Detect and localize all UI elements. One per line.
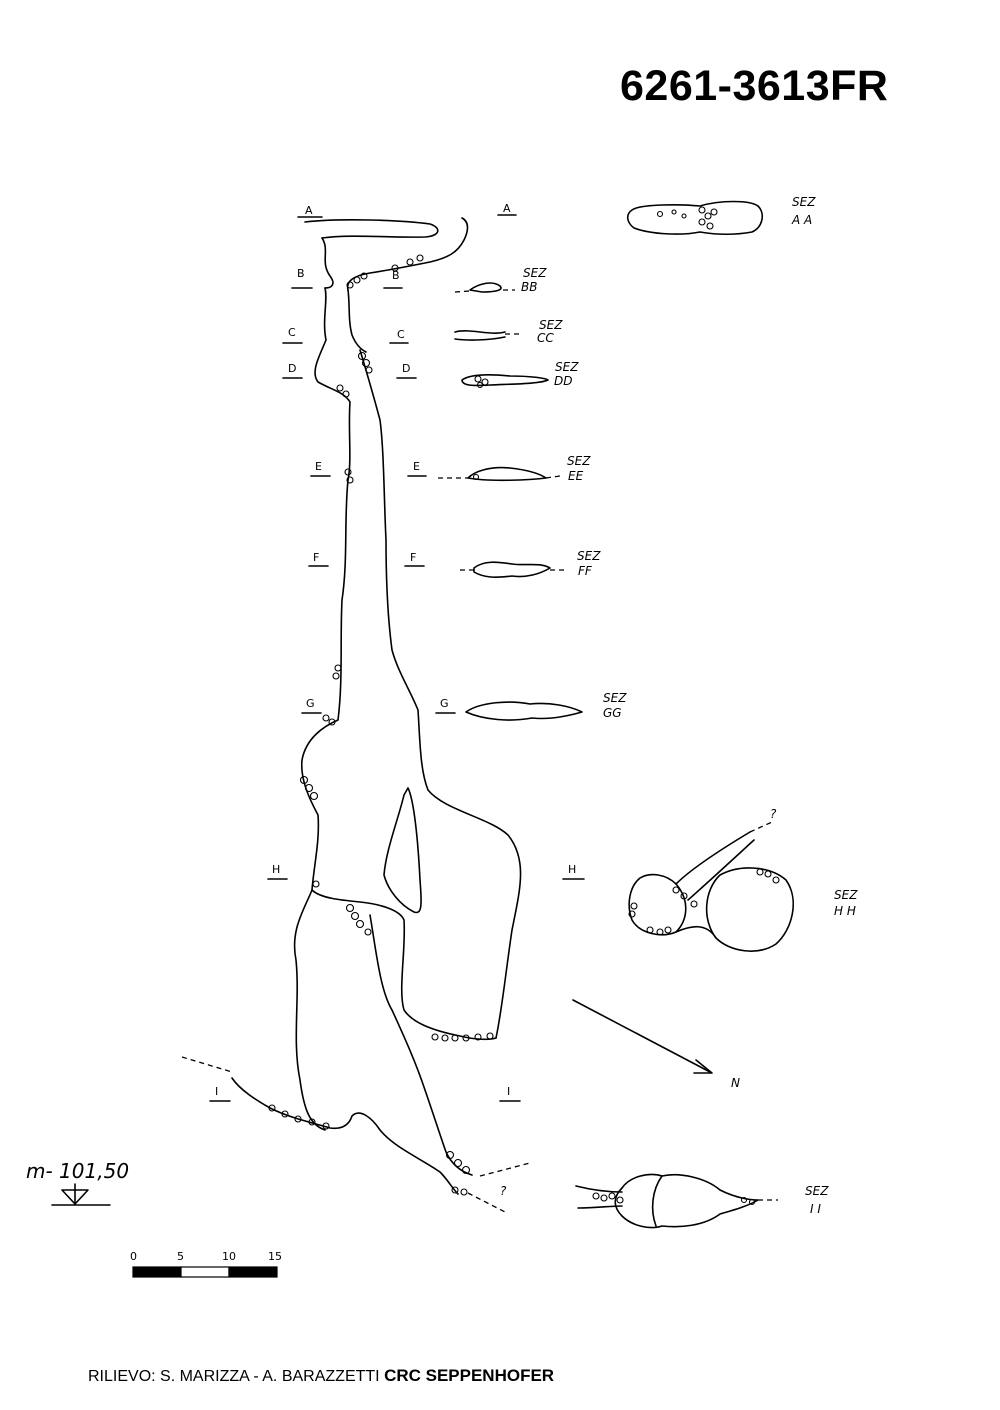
section-ee-name: EE (568, 469, 584, 483)
section-hh-label: SEZ (834, 888, 858, 902)
svg-text:H: H (272, 863, 280, 876)
section-dd-label: SEZ (555, 360, 579, 374)
section-ee-label: SEZ (567, 454, 591, 468)
svg-text:F: F (410, 551, 416, 564)
north-label: N (731, 1076, 740, 1090)
cave-plan-outline (181, 217, 531, 1213)
scale-bar: 0 5 10 15 (130, 1250, 282, 1278)
cross-section-cc: SEZ CC (454, 318, 563, 345)
marker-h-right: H (562, 863, 585, 880)
cross-section-dd: SEZ DD (461, 360, 579, 389)
credit-group: CRC SEPPENHOFER (384, 1366, 555, 1385)
svg-text:C: C (288, 326, 296, 339)
svg-text:I: I (215, 1085, 218, 1098)
section-cc-name: CC (537, 331, 554, 345)
section-markers: A A B B C C D D E E F F G G H H I I (209, 202, 585, 1102)
section-bb-label: SEZ (523, 266, 547, 280)
credit-surveyors: RILIEVO: S. MARIZZA - A. BARAZZETTI (88, 1368, 380, 1385)
marker-b-right: B (383, 269, 403, 289)
svg-text:E: E (413, 460, 420, 473)
marker-a-right: A (497, 202, 517, 216)
svg-text:E: E (315, 460, 322, 473)
svg-text:D: D (402, 362, 410, 375)
marker-e-left: E (310, 460, 331, 477)
cross-section-hh: ? SEZ H H (628, 807, 858, 952)
marker-h-left: H (267, 863, 288, 880)
svg-text:G: G (440, 697, 449, 710)
scale-tick-15: 15 (268, 1250, 282, 1263)
section-cc-label: SEZ (539, 318, 563, 332)
marker-g-left: G (301, 697, 322, 714)
cross-section-gg: SEZ GG (465, 691, 627, 721)
marker-d-right: D (396, 362, 417, 379)
scale-tick-5: 5 (177, 1250, 184, 1263)
svg-text:C: C (397, 328, 405, 341)
marker-f-left: F (308, 551, 329, 567)
section-hh-name: H H (834, 904, 856, 918)
section-aa-name: A A (791, 213, 812, 227)
section-ii-label: SEZ (805, 1184, 829, 1198)
svg-text:A: A (305, 204, 313, 217)
cave-code-title: 6261-3613FR (620, 62, 889, 110)
svg-text:F: F (313, 551, 319, 564)
marker-i-left: I (209, 1085, 231, 1102)
scale-tick-0: 0 (130, 1250, 137, 1263)
marker-e-right: E (407, 460, 427, 477)
svg-text:H: H (568, 863, 576, 876)
marker-b-left: B (291, 267, 313, 289)
depth-value: m- 101,50 (26, 1159, 129, 1183)
cross-section-bb: SEZ BB (454, 266, 547, 294)
cross-section-ii: SEZ I I (575, 1173, 829, 1229)
passage-end-question-mark: ? (500, 1184, 507, 1198)
marker-f-right: F (404, 551, 425, 567)
section-hh-question-mark: ? (770, 807, 777, 821)
section-ff-name: FF (578, 564, 593, 578)
cross-section-ee: SEZ EE (438, 454, 591, 483)
section-gg-name: GG (603, 706, 622, 720)
cross-section-aa: SEZ A A (626, 195, 816, 236)
scale-tick-10: 10 (222, 1250, 236, 1263)
marker-a-left: A (297, 204, 323, 218)
section-bb-name: BB (521, 280, 537, 294)
breakdown-rocks (268, 254, 494, 1196)
section-dd-name: DD (554, 374, 572, 388)
section-ii-name: I I (810, 1202, 821, 1216)
marker-i-right: I (499, 1085, 521, 1102)
svg-text:B: B (297, 267, 305, 280)
svg-text:B: B (392, 269, 400, 282)
svg-text:A: A (503, 202, 511, 215)
svg-text:I: I (507, 1085, 510, 1098)
section-aa-label: SEZ (792, 195, 816, 209)
svg-text:D: D (288, 362, 296, 375)
north-arrow: N (572, 999, 740, 1090)
marker-c-left: C (282, 326, 303, 344)
svg-text:G: G (306, 697, 315, 710)
cross-section-ff: SEZ FF (460, 549, 601, 578)
depth-marker: m- 101,50 (26, 1159, 129, 1206)
survey-credit: RILIEVO: S. MARIZZA - A. BARAZZETTI CRC … (88, 1366, 554, 1386)
section-ff-label: SEZ (577, 549, 601, 563)
section-gg-label: SEZ (603, 691, 627, 705)
marker-g-right: G (435, 697, 456, 714)
marker-d-left: D (282, 362, 303, 379)
marker-c-right: C (389, 328, 409, 344)
